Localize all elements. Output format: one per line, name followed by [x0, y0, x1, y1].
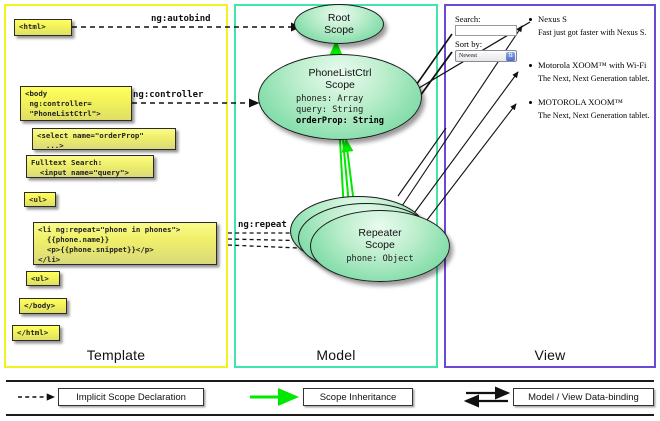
edge-label-repeat: ng:repeat — [238, 220, 287, 230]
scope-prop-orderprop: orderProp: String — [296, 116, 384, 127]
list-item[interactable]: Nexus S Fast just got faster with Nexus … — [529, 14, 647, 37]
bullet-icon — [529, 64, 532, 67]
code-box-ul-close: <ul> — [26, 271, 60, 286]
scope-root: Root Scope — [294, 4, 384, 44]
phone-name: MOTOROLA XOOM™ — [538, 97, 623, 107]
scope-root-title: Root Scope — [324, 11, 354, 36]
scope-repeater: Repeater Scope phone: Object — [310, 210, 450, 282]
search-input[interactable] — [455, 25, 517, 36]
list-item[interactable]: MOTOROLA XOOM™ The Next, Next Generation… — [529, 97, 650, 120]
code-box-html-open: <html> — [14, 19, 72, 36]
phone-name: Nexus S — [538, 14, 567, 24]
sort-by-selected-value: Newest — [459, 53, 477, 59]
edge-label-controller: ng:controller — [133, 90, 204, 100]
bullet-icon — [529, 101, 532, 104]
code-box-select: <select name="orderProp" ...> — [32, 128, 176, 150]
phone-snippet: Fast just got faster with Nexus S. — [538, 28, 647, 37]
scope-phonelistctrl: PhoneListCtrl Scope phones: Array query:… — [258, 54, 422, 140]
scope-phonelistctrl-title: PhoneListCtrl Scope — [308, 66, 372, 91]
legend-item-scope-inheritance: Scope Inheritance — [303, 388, 413, 406]
code-box-html-close: </html> — [12, 325, 60, 341]
phone-snippet: The Next, Next Generation tablet. — [538, 74, 650, 83]
bullet-icon — [529, 18, 532, 21]
code-box-ul-open: <ul> — [24, 192, 56, 207]
edge-label-autobind: ng:autobind — [151, 14, 211, 24]
list-item[interactable]: Motorola XOOM™ with Wi-Fi The Next, Next… — [529, 60, 650, 83]
legend-divider-bottom — [6, 414, 654, 416]
scope-prop-query: query: String — [296, 105, 364, 116]
phone-snippet: The Next, Next Generation tablet. — [538, 111, 650, 120]
code-box-body-open: <body ng:controller= "PhoneListCtrl"> — [20, 86, 132, 121]
panel-view-caption: View — [534, 347, 566, 363]
scope-repeater-title: Repeater Scope — [358, 226, 402, 251]
legend-divider-top — [6, 380, 654, 382]
scope-phonelistctrl-props: phones: Array query: String orderProp: S… — [296, 94, 384, 127]
panel-template-caption: Template — [86, 347, 146, 363]
scope-prop-phone: phone: Object — [346, 254, 414, 265]
code-box-li-repeat: <li ng:repeat="phone in phones"> {{phone… — [33, 222, 217, 265]
legend-item-model-view-data-binding: Model / View Data-binding — [513, 388, 654, 406]
sort-by-select[interactable]: Newest ⇅ — [455, 50, 517, 62]
code-box-fulltext-search: Fulltext Search: <input name="query"> — [26, 155, 154, 178]
chevron-updown-icon: ⇅ — [506, 51, 515, 61]
scope-prop-phones: phones: Array — [296, 94, 364, 105]
phone-name: Motorola XOOM™ with Wi-Fi — [538, 60, 647, 70]
panel-model-caption: Model — [316, 347, 356, 363]
code-box-body-close: </body> — [19, 298, 67, 314]
legend-item-implicit-scope-declaration: Implicit Scope Declaration — [58, 388, 204, 406]
view-search-label: Search: — [455, 14, 481, 24]
view-sort-label: Sort by: — [455, 39, 483, 49]
scope-repeater-props: phone: Object — [346, 254, 413, 265]
